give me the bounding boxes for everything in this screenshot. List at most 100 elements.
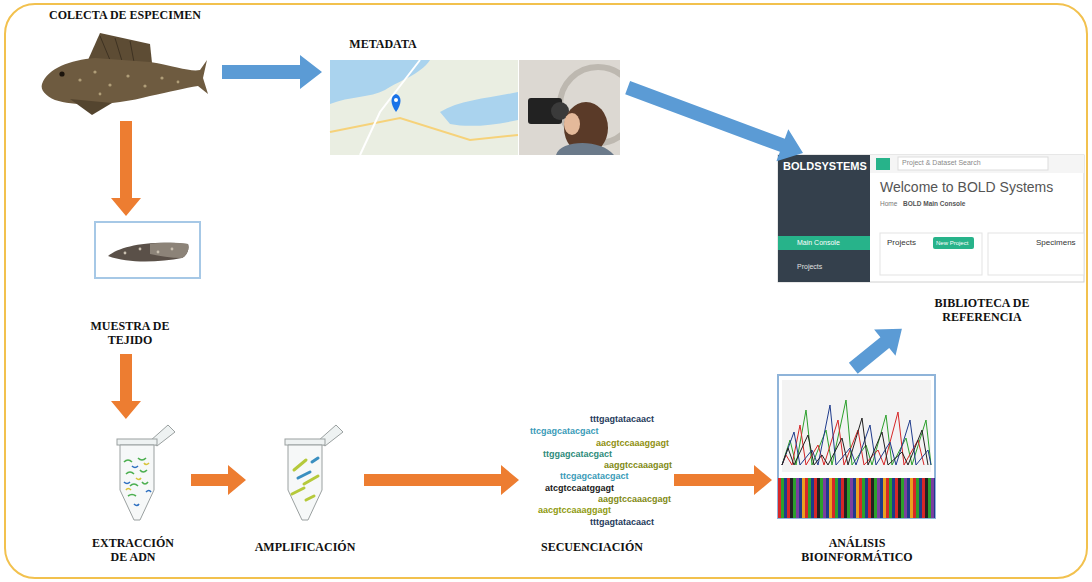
screenshot-text: BOLDSYSTEMS <box>783 160 867 172</box>
tissue-image-part <box>171 248 174 251</box>
sequence-text: aacgtccaaaggagt <box>596 439 669 449</box>
screenshot-text: Main Console <box>797 239 840 247</box>
flow-arrow <box>364 465 519 495</box>
sequence-text: tttgagtatacaact <box>590 415 654 425</box>
sequence-text: tttgagtatacaact <box>590 518 654 528</box>
outer-frame-part <box>5 4 1087 578</box>
map-image-part <box>392 94 401 112</box>
chromatogram-image-part <box>778 375 935 518</box>
tube-image-part <box>120 445 154 520</box>
tissue-image-part <box>95 222 200 278</box>
process-step: METADATA <box>328 38 622 157</box>
tube-image-part <box>117 439 157 445</box>
step-caption: COLECTA DE ESPECIMEN <box>49 9 201 23</box>
map-image-part <box>440 92 518 126</box>
flow-arrow <box>111 354 141 419</box>
screenshot-text: Project & Dataset Search <box>902 159 981 167</box>
map-image-part <box>330 60 518 155</box>
fish-image-part <box>177 81 180 84</box>
flow-arrow <box>625 81 803 161</box>
fish-image-part <box>100 36 134 62</box>
fish-image-part <box>93 70 96 73</box>
map-image-part <box>360 60 420 155</box>
database-screenshot-part <box>778 236 870 250</box>
process-step: AMPLIFICACIÓN <box>252 425 358 555</box>
fish-image-part <box>59 71 64 76</box>
fish-image-part <box>143 84 146 87</box>
tissue-image-part <box>139 248 142 251</box>
step-caption: METADATA <box>349 38 416 52</box>
fish-image <box>42 33 208 115</box>
screenshot-text: Projects <box>797 263 822 271</box>
chromatogram-image-part <box>778 478 935 518</box>
chromatogram-image <box>778 375 935 518</box>
fish-image-part <box>126 74 129 77</box>
tissue-image-part <box>157 251 160 254</box>
database-screenshot-part <box>880 233 982 275</box>
process-step: EXTRACCIÓN DE ADN <box>81 425 185 565</box>
map-image <box>330 60 518 155</box>
map-image-part <box>394 98 398 102</box>
database-screenshot-part <box>933 237 974 249</box>
outer-frame <box>5 4 1087 578</box>
fish-image-part <box>78 78 81 81</box>
map-image-part <box>330 118 518 140</box>
chromatogram-image-part <box>782 418 928 465</box>
flow-arrow <box>191 465 246 495</box>
flow-arrow <box>849 329 902 374</box>
sequence-text: aaggtccaaacgagt <box>598 495 671 505</box>
database-screenshot <box>778 155 1084 282</box>
fish-image-part <box>99 93 102 96</box>
tissue-image-part <box>150 243 189 258</box>
photo-image-part <box>556 143 614 155</box>
screenshot-text: Projects <box>887 239 916 248</box>
sequence-text: ttcgagcatacgact <box>560 472 629 482</box>
photo-image-part <box>564 113 580 135</box>
tube-image-part <box>126 463 149 490</box>
process-step: COLECTA DE ESPECIMEN <box>36 9 216 115</box>
screenshot-text: Welcome to BOLD Systems <box>880 180 1053 195</box>
tube-image-part <box>288 445 322 520</box>
chromatogram-image-part <box>782 380 931 472</box>
sequence-text: ttggagcatacgact <box>543 450 612 460</box>
tube-image-part <box>298 458 318 478</box>
step-caption: BIBLIOTECA DE REFERENCIA <box>922 297 1042 325</box>
fish-image-part <box>160 76 163 79</box>
sequence-text: atcgtccaatggagt <box>545 484 614 494</box>
database-screenshot-part <box>876 158 890 170</box>
database-screenshot-part <box>778 155 1084 282</box>
tissue-image-part <box>124 252 127 255</box>
sequence-text: aaggtccaaagagt <box>604 461 672 471</box>
flow-arrow <box>674 465 772 495</box>
tissue-image-part <box>108 243 189 262</box>
process-step: ANÁLISIS BIOINFORMÁTICO <box>778 372 935 565</box>
flow-arrow <box>111 121 141 216</box>
fish-image-part <box>108 83 111 86</box>
database-screenshot-part <box>778 155 870 282</box>
process-step: MUESTRA DE TEJIDO <box>78 222 205 348</box>
step-caption: EXTRACCIÓN DE ADN <box>83 537 183 565</box>
tissue-image <box>95 222 200 278</box>
database-screenshot-part <box>870 155 1084 173</box>
tube-image-part <box>292 460 318 500</box>
step-caption: ANÁLISIS BIOINFORMÁTICO <box>792 537 922 565</box>
photo-image-part <box>519 60 620 155</box>
sequence-text: aacgtccaaaggagt <box>538 506 611 516</box>
fish-image-part <box>70 99 112 115</box>
tube-image-part <box>124 458 148 496</box>
chromatogram-image-part <box>782 405 931 465</box>
screenshot-text: BOLD Main Console <box>903 200 965 207</box>
step-caption: AMPLIFICACIÓN <box>255 541 356 555</box>
fish-image-part <box>42 58 208 104</box>
database-screenshot-part <box>898 157 1048 170</box>
tube-image <box>285 425 343 520</box>
step-caption: MUESTRA DE TEJIDO <box>83 320 178 348</box>
screenshot-text: Home <box>880 200 897 207</box>
flow-arrow <box>222 55 322 89</box>
step-caption: SECUENCIACIÓN <box>541 541 643 555</box>
photo-image <box>519 60 620 155</box>
tube-image-part <box>124 466 151 506</box>
